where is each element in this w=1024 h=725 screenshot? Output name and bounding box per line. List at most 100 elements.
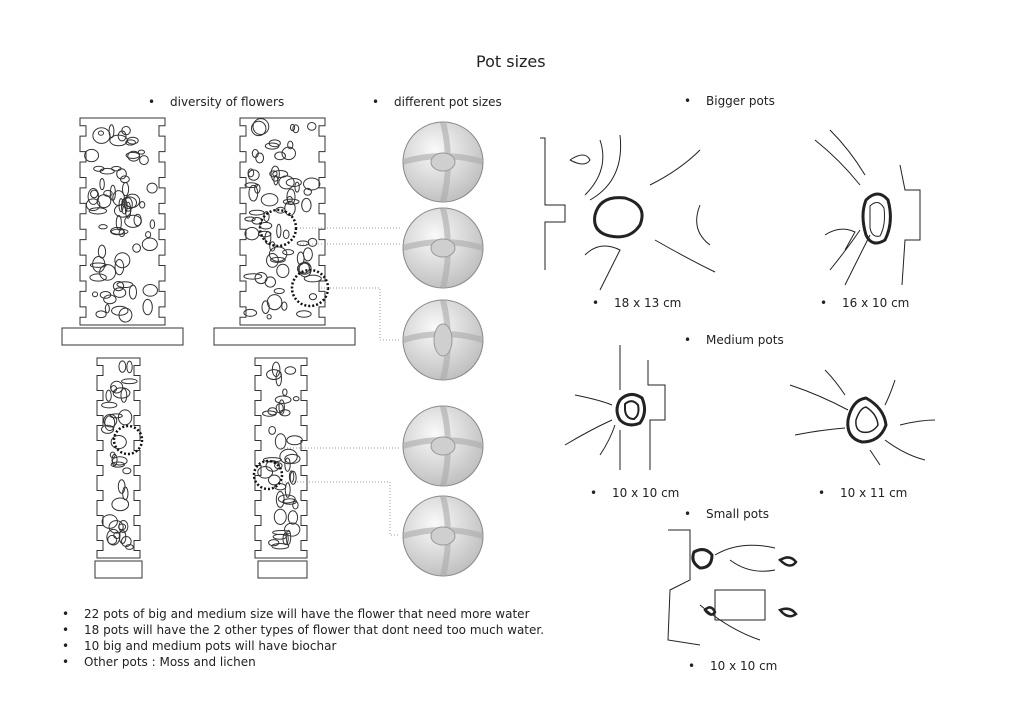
- tower-opening: [268, 425, 277, 435]
- tower-opening: [284, 366, 297, 375]
- render-pot-opening: [430, 526, 456, 546]
- tower-opening: [274, 395, 292, 404]
- tower-opening: [262, 410, 277, 417]
- sketch-small-pot: [667, 529, 798, 646]
- dimension-label: 10 x 10 cm: [688, 659, 777, 673]
- tower-opening: [284, 482, 291, 498]
- tower-opening: [247, 169, 260, 181]
- planter-tower: [213, 117, 356, 346]
- tower-opening: [101, 424, 115, 434]
- tower-opening: [92, 255, 106, 273]
- tower-opening: [268, 539, 280, 547]
- tower-opening: [101, 401, 118, 409]
- tower-opening: [137, 149, 146, 155]
- tower-opening: [92, 127, 111, 144]
- tower-opening: [274, 433, 287, 450]
- tower-opening: [296, 262, 312, 275]
- tower-opening: [89, 262, 107, 268]
- highlight-circle: [258, 208, 298, 248]
- tower-opening: [272, 169, 289, 179]
- tower-opening: [103, 189, 113, 197]
- tower-opening: [301, 197, 312, 213]
- tower-opening: [125, 544, 134, 550]
- tower-opening: [307, 121, 317, 131]
- tower-opening: [141, 237, 158, 252]
- tower-opening: [269, 241, 276, 252]
- tower-opening: [108, 124, 115, 139]
- tower-opening: [90, 189, 99, 199]
- tower-opening: [282, 249, 295, 256]
- dimension-label: 10 x 10 cm: [590, 486, 679, 500]
- tower-opening: [118, 523, 127, 531]
- tower-opening: [110, 380, 124, 394]
- tower-opening: [139, 155, 149, 166]
- sketch-medium-pot-2: [789, 369, 936, 466]
- planter-tower: [94, 357, 143, 579]
- tower-opening: [284, 522, 301, 537]
- dimension-label: 18 x 13 cm: [592, 296, 681, 310]
- tower-opening: [275, 206, 286, 214]
- tower-opening: [251, 216, 263, 225]
- tower-opening: [101, 514, 118, 529]
- tower-opening: [117, 130, 127, 142]
- tower-opening: [259, 221, 273, 230]
- sketch-bigger-pot-1: [540, 134, 716, 291]
- tower-opening: [292, 396, 300, 402]
- planter-tower: [61, 117, 184, 346]
- tower-opening: [302, 247, 313, 262]
- tower-opening: [303, 177, 321, 191]
- tower-opening: [271, 542, 290, 550]
- highlight-circle: [252, 459, 284, 491]
- tower-opening: [244, 216, 256, 222]
- tower-opening: [117, 479, 126, 494]
- render-pot-opening: [430, 152, 456, 172]
- tower-opening: [142, 283, 158, 297]
- tower-opening: [284, 457, 291, 472]
- note-item: 22 pots of big and medium size will have…: [62, 606, 544, 622]
- tower-opening: [289, 470, 297, 485]
- pot-detail-render: [402, 495, 484, 577]
- tower-opening: [247, 168, 255, 178]
- heading-bigger-pots: Bigger pots: [684, 94, 775, 108]
- tower-opening: [275, 403, 284, 414]
- notes-list: 22 pots of big and medium size will have…: [62, 606, 544, 670]
- tower-opening: [111, 497, 130, 512]
- tower-opening: [88, 207, 108, 215]
- tower-opening: [126, 136, 139, 145]
- tower-opening: [269, 170, 278, 178]
- tower-opening: [243, 273, 263, 280]
- pot-detail-render: [402, 299, 484, 381]
- tower-opening: [260, 193, 279, 207]
- tower-opening: [97, 130, 105, 136]
- tower-opening: [110, 461, 126, 468]
- render-pot-opening: [430, 238, 456, 258]
- tower-opening: [266, 314, 272, 320]
- tower-opening: [113, 287, 127, 298]
- tower-opening: [261, 300, 270, 315]
- tower-opening: [281, 146, 296, 161]
- pot-detail-render: [402, 405, 484, 487]
- tower-opening: [91, 291, 99, 298]
- tower-opening: [111, 165, 122, 172]
- note-item: 10 big and medium pots will have biochar: [62, 638, 544, 654]
- tower-opening: [112, 281, 125, 292]
- tower-opening: [296, 251, 305, 266]
- tower-opening: [110, 435, 127, 450]
- tower-opening: [271, 361, 281, 378]
- tower-opening: [133, 213, 142, 227]
- tower-opening: [116, 281, 134, 289]
- tower-opening: [84, 148, 100, 163]
- tower-opening: [308, 293, 318, 301]
- pot-detail-render: [402, 207, 484, 289]
- tower-base: [213, 327, 356, 346]
- tower-opening: [110, 228, 129, 235]
- tower-opening: [110, 226, 125, 236]
- tower-opening: [149, 219, 156, 230]
- tower-opening: [118, 229, 126, 238]
- tower-opening: [273, 508, 287, 525]
- highlight-circle: [112, 424, 144, 456]
- tower-opening: [282, 229, 290, 240]
- tower-opening: [104, 304, 110, 314]
- heading-diversity-of-flowers: diversity of flowers: [148, 95, 284, 109]
